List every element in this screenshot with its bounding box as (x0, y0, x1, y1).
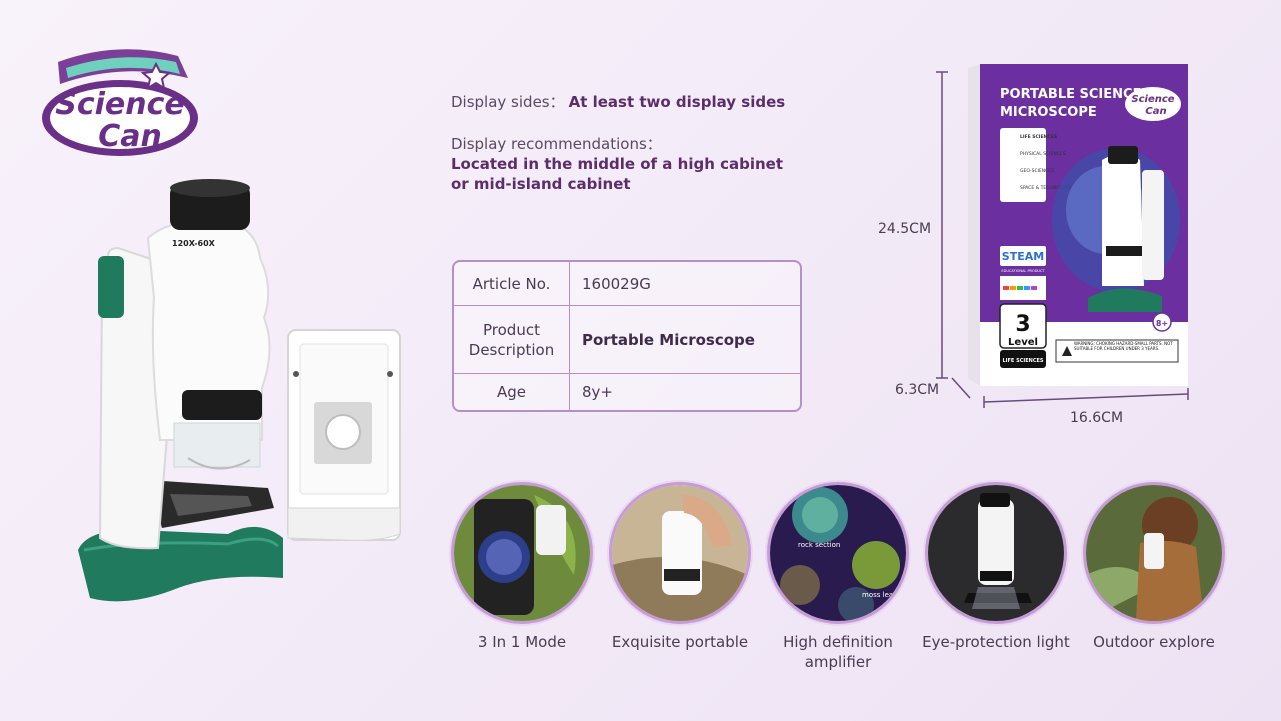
display-info: Display sides：At least two display sides… (451, 92, 831, 194)
spec-value: Portable Microscope (582, 330, 755, 349)
spec-table: Article No. 160029G Product Description … (452, 260, 802, 412)
steam-sub: EDUCATIONAL PRODUCT (1001, 269, 1045, 273)
level-category: LIFE SCIENCES (1002, 358, 1043, 364)
star-icon (140, 61, 172, 91)
feature-item: Exquisite portable (600, 482, 760, 652)
spec-label: Product Description (454, 306, 570, 373)
package-logo-line1: Science (1131, 94, 1174, 105)
warning-text: WARNING: CHOKING HAZARD-SMALL PARTS. NOT… (1074, 341, 1173, 351)
feature-list: 3 In 1 Mode Exquisite portable rock sec (440, 482, 1240, 682)
feature-item: rock section moss leave High definition … (758, 482, 918, 672)
brand-logo: Science Can (38, 42, 198, 160)
table-row: Product Description Portable Microscope (454, 306, 800, 374)
feature-image: rock section moss leave (767, 482, 909, 624)
logo-text-line1: Science (55, 87, 185, 122)
package-category: PHYSICAL SCIENCES (1020, 151, 1066, 157)
dimension-width: 16.6CM (1070, 410, 1124, 426)
feature-item: Outdoor explore (1074, 482, 1234, 652)
age-badge: 8+ (1156, 319, 1168, 328)
feature-image (925, 482, 1067, 624)
package-category: LIFE SCIENCES (1020, 134, 1057, 140)
package-title-line2: MICROSCOPE (1000, 105, 1097, 120)
feature-item: 3 In 1 Mode (442, 482, 602, 652)
feature-image (451, 482, 593, 624)
sample-label: rock section (798, 541, 840, 549)
display-sides-value: At least two display sides (568, 93, 786, 111)
steam-label: STEAM (1002, 250, 1044, 263)
display-sides: Display sides：At least two display sides (451, 92, 831, 112)
feature-label: Eye-protection light (922, 633, 1070, 651)
feature-label: Exquisite portable (611, 633, 749, 651)
logo-text-line2: Can (98, 119, 162, 154)
display-sides-label: Display sides： (451, 93, 565, 111)
dimension-depth: 6.3CM (895, 382, 940, 398)
package-category: GEO-SCIENCES (1020, 168, 1054, 174)
package-logo-line2: Can (1145, 106, 1166, 117)
magnification-label: 120X-60X (172, 239, 216, 248)
package-box: PORTABLE SCIENCE MICROSCOPE Science Can … (870, 60, 1210, 440)
display-recommendation-label: Display recommendations： (451, 135, 662, 153)
product-illustration: 120X-60X (78, 178, 408, 618)
spec-value: 8y+ (582, 383, 613, 401)
package-category: SPACE & TECHNOLOGY (1020, 185, 1072, 191)
feature-label: Outdoor explore (1093, 633, 1215, 651)
feature-label: High definition amplifier (783, 633, 893, 671)
feature-label: 3 In 1 Mode (477, 633, 567, 651)
level-number: 3 (1015, 312, 1030, 337)
table-row: Article No. 160029G (454, 262, 800, 306)
spec-label: Article No. (454, 262, 570, 305)
spec-label: Age (454, 374, 570, 410)
display-recommendation-value: Located in the middle of a high cabinet … (451, 155, 784, 193)
level-word: Level (1008, 337, 1038, 348)
dimension-height: 24.5CM (878, 221, 932, 237)
warning-icon (1062, 346, 1072, 356)
package-title-line1: PORTABLE SCIENCE (1000, 87, 1141, 102)
spec-value: 160029G (582, 274, 651, 293)
feature-image (609, 482, 751, 624)
table-row: Age 8y+ (454, 374, 800, 410)
feature-image (1083, 482, 1225, 624)
feature-item: Eye-protection light (916, 482, 1076, 652)
sample-label: moss leave (862, 591, 902, 599)
